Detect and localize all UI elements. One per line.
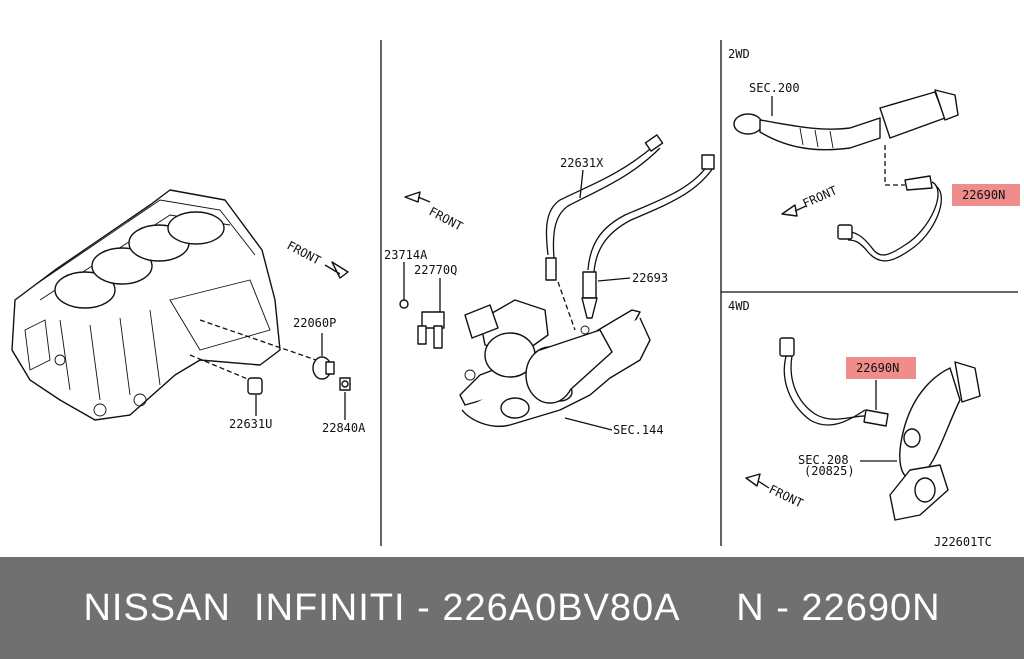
front-arrow-2wd: FRONT: [781, 183, 840, 217]
front-arrow-middle: FRONT: [404, 191, 465, 234]
label-sec208: SEC.208: [798, 453, 849, 467]
exhaust-pipe-4wd: [889, 361, 981, 521]
panel-title-4wd: 4WD: [728, 299, 750, 313]
highlight-4wd-part: [846, 357, 916, 379]
footer-part-numbers: NISSAN INFINITI - 226A0BV80A N - 22690N: [83, 587, 941, 629]
label-22631U: 22631U: [229, 417, 272, 431]
front-label-2wd: FRONT: [801, 183, 840, 210]
footer-bar: NISSAN INFINITI - 226A0BV80A N - 22690N: [0, 557, 1024, 659]
label-22840A: 22840A: [322, 421, 366, 435]
label-22693: 22693: [632, 271, 668, 285]
leader-22060P: [199, 319, 317, 361]
leader-22631U: [189, 354, 251, 381]
highlight-2wd-part: [952, 184, 1020, 206]
diagram-code: J22601TC: [934, 535, 992, 549]
front-arrow-4wd: FRONT: [745, 473, 806, 511]
catalytic-converter-2wd: [733, 89, 959, 151]
o2-sensor-2wd: [837, 175, 942, 262]
front-label-left: FRONT: [285, 238, 323, 267]
sensor-cable-22693: [581, 154, 715, 319]
leader-22631X: [579, 169, 584, 199]
o2-sensor-4wd: [779, 337, 889, 427]
label-sec208-sub: (20825): [804, 464, 855, 478]
label-sec144: SEC.144: [613, 423, 664, 437]
front-label-middle: FRONT: [427, 204, 465, 233]
front-arrow-left: FRONT: [285, 238, 349, 279]
exhaust-manifold-illustration: [459, 299, 651, 427]
leader-sensor-down: [557, 281, 576, 331]
label-22690N-2wd: 22690N: [962, 188, 1005, 202]
front-label-4wd: FRONT: [767, 482, 806, 510]
leader-22693: [597, 277, 631, 282]
label-22631X: 22631X: [560, 156, 604, 170]
label-22060P: 22060P: [293, 316, 336, 330]
bolt-22840A: [339, 377, 351, 391]
sensor-23714A-bracket: [399, 299, 445, 349]
label-22690N-4wd: 22690N: [856, 361, 899, 375]
sensor-22631U: [247, 377, 263, 395]
parts-diagram: FRONT 22060P 22631U 22840A: [11, 40, 1020, 549]
panel-title-2wd: 2WD: [728, 47, 750, 61]
sensor-cable-22631X: [545, 134, 664, 281]
engine-block-illustration: [11, 189, 281, 421]
label-23714A: 23714A: [384, 248, 428, 262]
label-22770Q: 22770Q: [414, 263, 457, 277]
leader-sec144: [564, 417, 613, 431]
label-sec200: SEC.200: [749, 81, 800, 95]
sensor-22060P: [312, 356, 335, 380]
